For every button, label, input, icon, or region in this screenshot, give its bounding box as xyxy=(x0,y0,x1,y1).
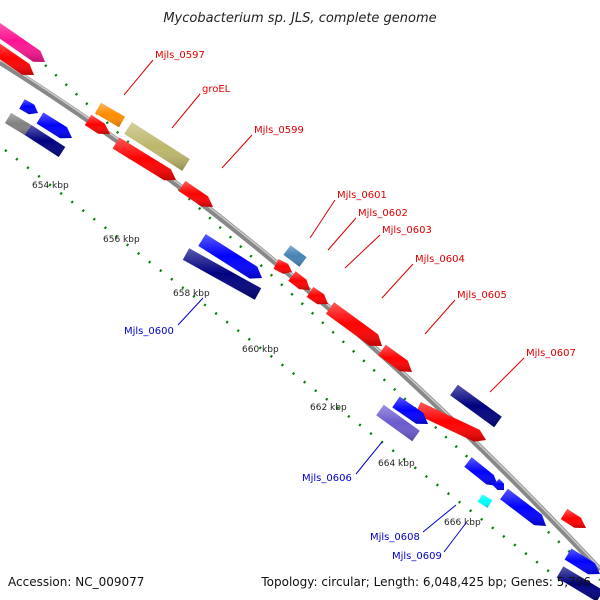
gene-label-groel[interactable]: groEL xyxy=(202,84,231,95)
leader-mjls-0608 xyxy=(422,504,457,533)
scale-label-654: 654 kbp xyxy=(32,181,69,191)
gene-mjls-0605[interactable] xyxy=(378,344,412,372)
gene-label-mjls-0609[interactable]: Mjls_0609 xyxy=(392,551,442,562)
gene-label-mjls-0601[interactable]: Mjls_0601 xyxy=(337,190,387,201)
gene-label-mjls-0602[interactable]: Mjls_0602 xyxy=(358,208,408,219)
gene-red-0598[interactable] xyxy=(84,114,110,134)
gene-groel[interactable] xyxy=(124,122,190,171)
gene-mjls-0607-navy[interactable] xyxy=(450,384,502,428)
gene-pink-top[interactable] xyxy=(0,19,45,62)
scale-label-666: 666 kbp xyxy=(444,518,481,528)
scale-label-658: 658 kbp xyxy=(173,289,210,299)
gene-mjls-0603[interactable] xyxy=(288,271,310,290)
gene-gray-left[interactable] xyxy=(4,112,32,136)
gene-mjls-0608-a[interactable] xyxy=(464,457,498,486)
scale-label-664: 664 kbp xyxy=(378,459,415,469)
leader-mjls-0606 xyxy=(355,441,383,475)
gene-mjls-0600-navy[interactable] xyxy=(182,248,262,300)
genome-summary-text: Topology: circular; Length: 6,048,425 bp… xyxy=(260,575,591,589)
gene-label-mjls-0603[interactable]: Mjls_0603 xyxy=(382,225,432,236)
map-title: Mycobacterium sp. JLS, complete genome xyxy=(163,11,436,26)
gene-label-mjls-0604[interactable]: Mjls_0604 xyxy=(415,254,465,265)
tick-ring-inner xyxy=(4,149,561,581)
gene-label-mjls-0600[interactable]: Mjls_0600 xyxy=(124,326,174,337)
gene-mjls-0608-b[interactable] xyxy=(492,478,504,490)
gene-mjls-0604b[interactable] xyxy=(325,302,382,346)
leader-mjls-0604 xyxy=(381,263,414,299)
accession-text: Accession: NC_009077 xyxy=(8,575,144,589)
gene-mjls-0597[interactable] xyxy=(95,102,125,128)
gene-mjls-0609[interactable] xyxy=(477,494,493,508)
gene-mjls-0604a[interactable] xyxy=(306,287,328,305)
leader-mjls-0609 xyxy=(443,522,467,553)
gene-features xyxy=(0,19,600,600)
gene-navy-left[interactable] xyxy=(24,125,66,157)
gene-label-mjls-0599[interactable]: Mjls_0599 xyxy=(254,125,304,136)
gene-label-mjls-0606[interactable]: Mjls_0606 xyxy=(302,473,352,484)
gene-mjls-0601[interactable] xyxy=(283,245,307,267)
leader-mjls-0603 xyxy=(344,234,381,269)
leader-groel xyxy=(171,93,201,129)
gene-blue-bottom[interactable] xyxy=(564,548,600,575)
scale-label-656: 656 kbp xyxy=(103,235,140,245)
leader-mjls-0602 xyxy=(327,217,357,251)
gene-blue-left-b[interactable] xyxy=(36,112,72,139)
scale-label-662: 662 kbp xyxy=(310,403,347,413)
gene-label-mjls-0608[interactable]: Mjls_0608 xyxy=(370,532,420,543)
gene-mjls-0606-a[interactable] xyxy=(392,396,428,424)
gene-navy-bottom[interactable] xyxy=(556,566,600,600)
leader-mjls-0600 xyxy=(177,297,204,326)
leader-mjls-0599 xyxy=(221,134,253,169)
gene-blue-left-a[interactable] xyxy=(19,99,38,115)
gene-mjls-0599-fwd[interactable] xyxy=(112,137,176,181)
gene-red-right[interactable] xyxy=(560,508,586,528)
gene-mjls-0600-blue[interactable] xyxy=(198,234,262,279)
scale-label-660: 660 kbp xyxy=(242,345,279,355)
leader-mjls-0605 xyxy=(424,299,456,335)
leader-mjls-0601 xyxy=(309,199,336,239)
gene-mjls-0599-b[interactable] xyxy=(178,181,213,207)
gene-label-mjls-0605[interactable]: Mjls_0605 xyxy=(457,290,507,301)
leader-mjls-0597 xyxy=(123,59,154,96)
gene-label-mjls-0597[interactable]: Mjls_0597 xyxy=(155,50,205,61)
gene-mjls-0606-b[interactable] xyxy=(376,404,420,442)
leader-mjls-0607 xyxy=(489,357,525,393)
gene-blue-lower[interactable] xyxy=(500,488,546,526)
gene-red-top[interactable] xyxy=(0,41,34,75)
gene-label-mjls-0607[interactable]: Mjls_0607 xyxy=(526,348,576,359)
gene-mjls-0607-red[interactable] xyxy=(415,402,486,442)
gene-mjls-0602[interactable] xyxy=(273,259,293,274)
